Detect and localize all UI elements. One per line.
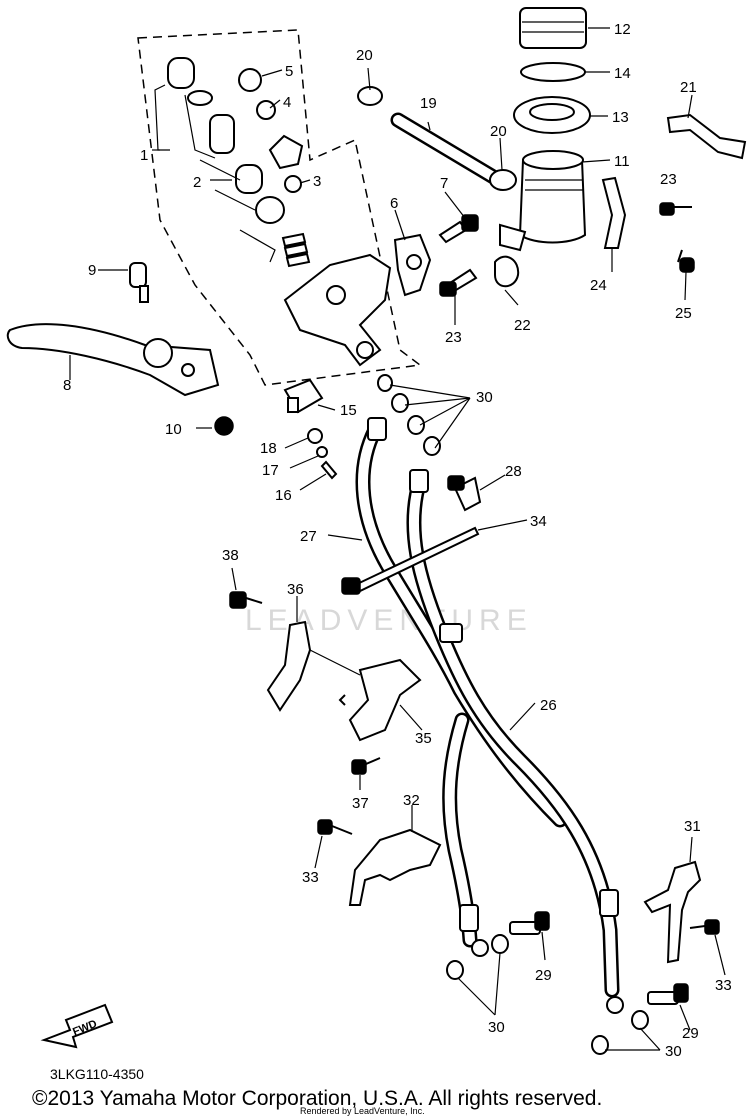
bolts-upper (438, 214, 479, 297)
callout-13: 13 (612, 109, 629, 126)
callout-21: 21 (680, 79, 697, 96)
fwd-arrow-icon: FWD (40, 1003, 114, 1049)
callout-3: 3 (313, 173, 321, 190)
callout-6: 6 (390, 195, 398, 212)
callout-37: 37 (352, 795, 369, 812)
callout-7: 7 (440, 175, 448, 192)
brake-lever (6, 262, 234, 436)
callout-1: 1 (140, 147, 148, 164)
callout-27: 27 (300, 528, 317, 545)
callout-2: 2 (193, 174, 201, 191)
callout-24: 24 (590, 277, 607, 294)
callout-38: 38 (222, 547, 239, 564)
callout-33-left: 33 (302, 869, 319, 886)
callout-4: 4 (283, 94, 291, 111)
diagram-code: 3LKG110-4350 (50, 1066, 144, 1082)
lower-washers (446, 934, 649, 1055)
callout-34: 34 (530, 513, 547, 530)
callout-15: 15 (340, 402, 357, 419)
brake-switch (283, 378, 338, 480)
callout-10: 10 (165, 421, 182, 438)
callout-29-left: 29 (535, 967, 552, 984)
callout-22: 22 (514, 317, 531, 334)
callout-26: 26 (540, 697, 557, 714)
callout-25: 25 (675, 305, 692, 322)
callouts: 1 2 3 4 5 6 7 8 9 10 11 12 13 14 15 16 1… (63, 21, 732, 1060)
callout-20-upper: 20 (356, 47, 373, 64)
callout-28: 28 (505, 463, 522, 480)
rendered-by-credit: Rendered by LeadVenture, Inc. (300, 1106, 425, 1116)
hose-brackets-lower (317, 819, 720, 1005)
callout-31: 31 (684, 818, 701, 835)
callout-23-right: 23 (660, 171, 677, 188)
callout-8: 8 (63, 377, 71, 394)
callout-23-left: 23 (445, 329, 462, 346)
callout-12: 12 (614, 21, 631, 38)
kit-outline (137, 29, 422, 386)
copyright-notice: ©2013 Yamaha Motor Corporation, U.S.A. A… (32, 1087, 603, 1110)
callout-35: 35 (415, 730, 432, 747)
callout-17: 17 (262, 462, 279, 479)
callout-19: 19 (420, 95, 437, 112)
master-cylinder-body (283, 233, 432, 367)
callout-30-lower-right: 30 (665, 1043, 682, 1060)
callout-18: 18 (260, 440, 277, 457)
callout-14: 14 (614, 65, 631, 82)
callout-32: 32 (403, 792, 420, 809)
hose-brackets-upper (229, 591, 422, 775)
callout-30-lower-left: 30 (488, 1019, 505, 1036)
callout-9: 9 (88, 262, 96, 279)
callout-5: 5 (285, 63, 293, 80)
callout-20-lower: 20 (490, 123, 507, 140)
breather-hose (357, 86, 517, 191)
piston-kit (154, 57, 311, 268)
callout-16: 16 (275, 487, 292, 504)
callout-33-right: 33 (715, 977, 732, 994)
callout-11: 11 (614, 153, 630, 170)
callout-30-upper: 30 (476, 389, 493, 406)
reservoir (494, 7, 747, 288)
callout-29-right: 29 (682, 1025, 699, 1042)
leader-lines (69, 27, 726, 1051)
callout-36: 36 (287, 581, 304, 598)
brake-hoses (355, 417, 624, 1014)
bolt-34 (341, 526, 480, 595)
upper-fittings (377, 374, 482, 512)
